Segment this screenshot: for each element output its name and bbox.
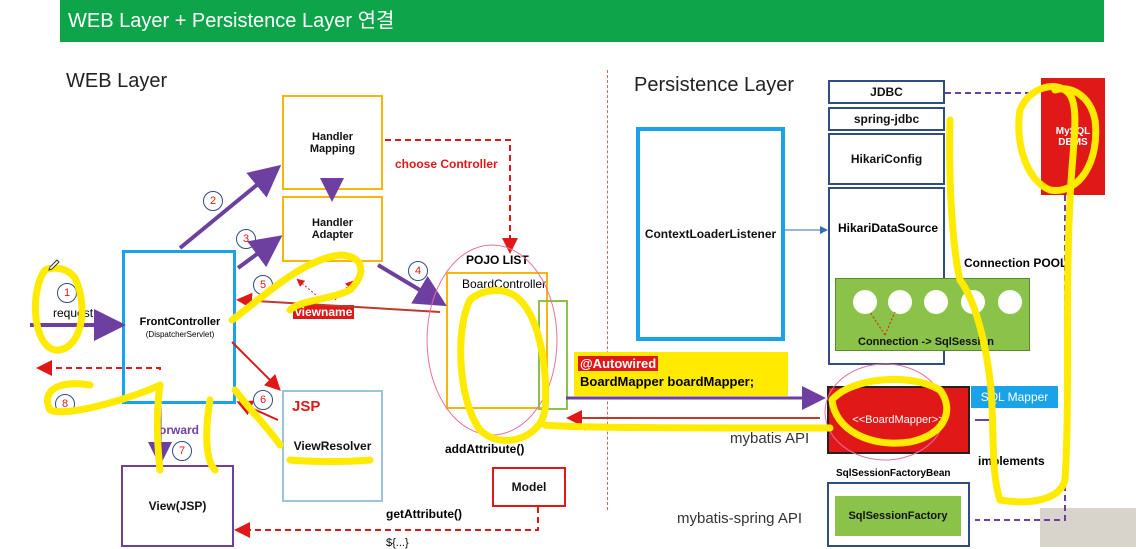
autowired-label: @Autowired xyxy=(578,356,659,371)
model-box: Model xyxy=(492,467,566,507)
handler-mapping-arrow xyxy=(178,164,282,250)
forward-scribble xyxy=(203,396,219,474)
get-attribute-arrow xyxy=(234,507,539,538)
factory-db-line xyxy=(975,195,1066,521)
board-controller-label: BoardController xyxy=(462,277,547,291)
sqlsession-factory-box: SqlSessionFactory xyxy=(835,496,961,536)
dispatcher-servlet-label: (DispatcherServlet) xyxy=(145,330,215,339)
layer-divider xyxy=(607,70,608,510)
step-6-badge: 6 xyxy=(253,390,273,410)
connection-circle xyxy=(924,290,948,314)
response-arrow xyxy=(36,360,161,376)
mybatis-api-label: mybatis API xyxy=(730,430,810,447)
sqlsession-factory-bean-label: SqlSessionFactoryBean xyxy=(836,468,951,479)
step-7-badge: 7 xyxy=(172,441,192,461)
jdbc-box: JDBC xyxy=(828,80,945,104)
web-layer-heading: WEB Layer xyxy=(66,70,168,92)
board-mapper-decl-label: BoardMapper boardMapper; xyxy=(580,374,755,389)
connection-sqlsession-label: Connection -> SqlSession xyxy=(858,336,994,348)
connection-pointer xyxy=(869,311,886,336)
choose-controller-arrow xyxy=(385,139,518,254)
jsp-label: JSP xyxy=(292,398,321,415)
add-attribute-label: addAttribute() xyxy=(445,442,525,456)
front-controller-label: FrontController xyxy=(139,316,221,328)
view-jsp-box: View(JSP) xyxy=(121,465,234,547)
hikari-datasource-label: HikariDataSource xyxy=(838,221,939,235)
response-scribble xyxy=(44,380,164,416)
viewname-label: viewname xyxy=(293,305,355,319)
viewname-scribble xyxy=(228,251,365,324)
pojo-list-label: POJO LIST xyxy=(466,253,529,267)
request-scribble xyxy=(31,264,86,354)
connection-circle xyxy=(888,290,912,314)
get-attribute-label: getAttribute() xyxy=(386,507,462,521)
connection-pool-label: Connection POOL xyxy=(964,256,1068,270)
context-loader-listener-box: ContextLoaderListener xyxy=(636,127,785,341)
controller-return-arrow xyxy=(236,292,441,313)
el-expression-label: ${...} xyxy=(386,537,409,549)
webcam-overlay xyxy=(1040,508,1136,547)
controller-scribble xyxy=(457,287,550,444)
forward-label: forward xyxy=(155,423,200,437)
choose-controller-label: choose Controller xyxy=(395,157,498,171)
hikari-config-box: HikariConfig xyxy=(828,133,945,185)
mybatis-spring-api-label: mybatis-spring API xyxy=(677,510,803,527)
view-resolver-scribble xyxy=(231,386,284,449)
view-resolver-underline xyxy=(286,456,374,465)
board-controller-box xyxy=(446,272,548,409)
controller-arrow xyxy=(376,263,447,307)
step-2-badge: 2 xyxy=(203,191,223,211)
db-scribble xyxy=(946,83,1100,506)
handler-adapter-arrow xyxy=(236,235,283,270)
forward-scribble xyxy=(153,381,164,474)
page-title: WEB Layer + Persistence Layer 연결 xyxy=(68,10,395,32)
connection-pointer xyxy=(884,311,896,336)
connection-circle xyxy=(853,290,877,314)
to-view-resolver-arrow xyxy=(231,341,281,391)
step-1-badge: 1 xyxy=(57,283,77,303)
spring-jdbc-box: spring-jdbc xyxy=(828,107,945,131)
sqlsession-factory-bean-box xyxy=(827,482,970,547)
title-bar: WEB Layer + Persistence Layer 연결 xyxy=(60,0,1104,42)
persistence-layer-heading: Persistence Layer xyxy=(634,74,795,96)
mapper-scribble xyxy=(828,375,951,447)
connection-circle xyxy=(998,290,1022,314)
mapper-line-scribble xyxy=(541,421,834,432)
pencil-icon xyxy=(47,258,61,272)
